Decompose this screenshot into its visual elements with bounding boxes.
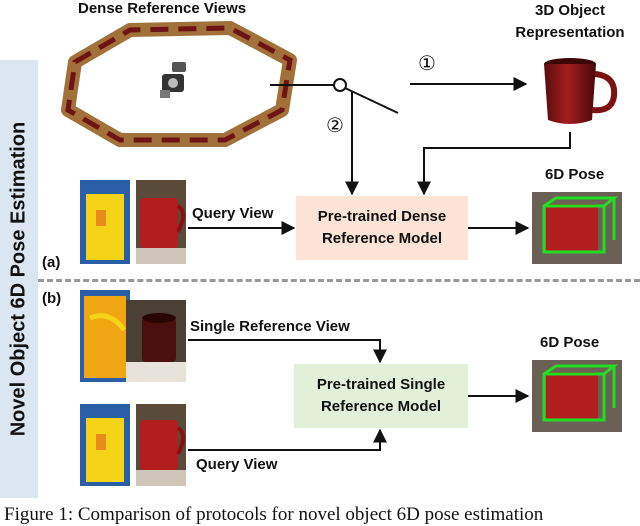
panel-a-pose-result-image bbox=[532, 192, 622, 264]
dense-views-label: Dense Reference Views bbox=[78, 0, 247, 17]
switch-icon bbox=[270, 78, 399, 114]
panel-b-query-depth-image bbox=[80, 404, 130, 486]
panel-b-query-view-label: Query View bbox=[196, 456, 278, 473]
single-reference-model-box: Pre-trained Single Reference Model bbox=[294, 364, 468, 428]
panel-a-query-rgb-image bbox=[136, 180, 186, 264]
figure-caption: Figure 1: Comparison of protocols for no… bbox=[4, 504, 544, 525]
panel-b-query-rgb-image bbox=[136, 404, 186, 486]
side-panel bbox=[0, 60, 38, 498]
dense-reference-model-box: Pre-trained Dense Reference Model bbox=[296, 196, 468, 260]
dense-model-line2: Reference Model bbox=[321, 230, 443, 247]
option1-marker: ① bbox=[418, 51, 436, 75]
object-rep-line1: 3D Object bbox=[534, 2, 606, 19]
object-representation-label: 3D Object Representation bbox=[500, 0, 640, 44]
panel-b-pose-label: 6D Pose bbox=[540, 334, 600, 351]
single-reference-view-label: Single Reference View bbox=[190, 318, 350, 335]
object-rep-line2: Representation bbox=[515, 24, 625, 41]
panel-a-query-depth-image bbox=[80, 180, 130, 264]
dense-model-line1: Pre-trained Dense bbox=[317, 208, 447, 225]
arrow-representation-to-model bbox=[417, 132, 571, 196]
panel-b-reference-rgb-image bbox=[126, 300, 186, 382]
panel-a-query-view-label: Query View bbox=[192, 205, 274, 222]
panel-b-pose-result-image bbox=[532, 360, 622, 432]
panel-a-pose-label: 6D Pose bbox=[545, 166, 605, 183]
single-model-line1: Pre-trained Single bbox=[316, 376, 446, 393]
section-divider bbox=[38, 279, 640, 282]
mug-3d-icon bbox=[544, 58, 618, 124]
panel-a-tag: (a) bbox=[42, 254, 61, 271]
arrow-query-to-single-model bbox=[188, 428, 387, 451]
single-model-line2: Reference Model bbox=[320, 398, 442, 415]
dense-reference-views-ring bbox=[61, 21, 297, 147]
panel-b-reference-depth-image bbox=[80, 290, 130, 382]
arrow-reference-to-single-model bbox=[188, 339, 387, 364]
panel-b-tag: (b) bbox=[42, 290, 62, 307]
camera-icon bbox=[160, 62, 186, 98]
option2-marker: ② bbox=[326, 113, 344, 137]
